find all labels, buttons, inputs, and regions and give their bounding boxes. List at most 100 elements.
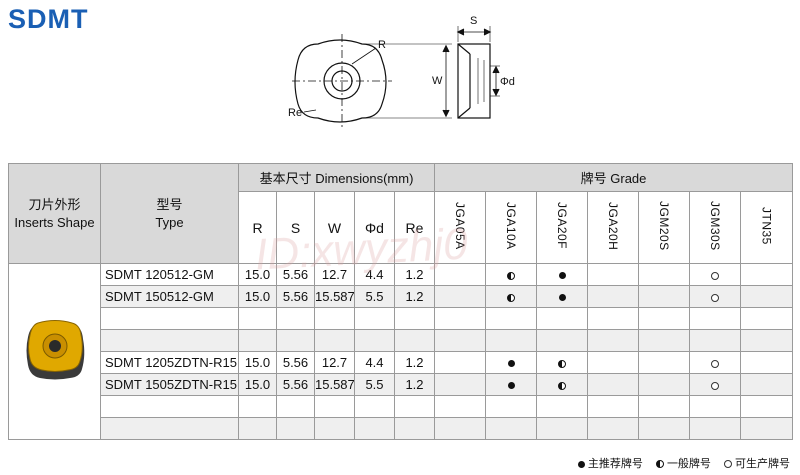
grade-column-header: JGA20F	[536, 191, 588, 264]
half-dot-icon	[507, 271, 515, 280]
type-cell: SDMT 1505ZDTN-R15	[100, 373, 239, 396]
grade-name: JGA05A	[453, 202, 467, 250]
dim-column-header: W	[314, 191, 355, 264]
dimension-cell: 1.2	[394, 263, 435, 286]
dimension-cell	[394, 417, 435, 440]
dimension-cell	[276, 307, 315, 330]
grade-legend: 主推荐牌号 一般牌号 可生产牌号	[568, 455, 790, 471]
table-row	[8, 329, 794, 352]
grade-cell	[638, 417, 690, 440]
dimension-cell	[394, 329, 435, 352]
grade-cell	[485, 351, 537, 374]
dimension-cell: 1.2	[394, 351, 435, 374]
dimension-cell: 15.0	[238, 285, 277, 308]
label-s: S	[470, 15, 477, 27]
grade-header: 牌号 Grade	[433, 163, 794, 192]
grade-cell	[434, 285, 486, 308]
type-cell: SDMT 120512-GM	[100, 263, 239, 286]
legend-general: 一般牌号	[655, 458, 711, 470]
dimension-cell: 5.5	[354, 373, 395, 396]
grade-name: JGA10A	[504, 202, 518, 250]
dimension-cell: 5.56	[276, 263, 315, 286]
full-dot-icon	[507, 360, 515, 368]
insert-technical-drawing: S R W Φd Re	[0, 0, 800, 160]
dimension-cell	[276, 417, 315, 440]
grade-cell	[587, 263, 639, 286]
dimension-cell	[314, 395, 355, 418]
dimension-cell: 12.7	[314, 351, 355, 374]
grade-cell	[739, 329, 794, 352]
grade-name: JGM30S	[708, 201, 722, 251]
grade-cell	[587, 373, 639, 396]
dim-column-header: S	[276, 191, 315, 264]
dimension-cell	[354, 329, 395, 352]
grade-cell	[434, 263, 486, 286]
grade-cell	[739, 307, 794, 330]
grade-cell	[689, 307, 741, 330]
grade-cell	[434, 329, 486, 352]
grade-cell	[739, 285, 794, 308]
dimension-cell: 1.2	[394, 285, 435, 308]
grade-cell	[587, 395, 639, 418]
full-dot-icon	[558, 272, 566, 280]
insert-shape-image	[8, 263, 101, 440]
dimension-cell: 4.4	[354, 263, 395, 286]
dimension-cell: 15.0	[238, 263, 277, 286]
type-header: 型号 Type	[100, 163, 239, 264]
grade-cell	[485, 373, 537, 396]
dimension-cell	[394, 395, 435, 418]
grade-column-header: JTN35	[739, 191, 794, 264]
grade-cell	[638, 373, 690, 396]
grade-cell	[638, 351, 690, 374]
grade-column-header: JGM30S	[689, 191, 741, 264]
type-cell: SDMT 1205ZDTN-R15	[100, 351, 239, 374]
dimension-cell	[238, 417, 277, 440]
table-row	[9, 307, 794, 330]
grade-cell	[434, 417, 486, 440]
grade-cell	[739, 395, 794, 418]
dimension-cell: 15.587	[314, 373, 355, 396]
half-dot-icon	[558, 359, 566, 368]
grade-cell	[434, 351, 486, 374]
grade-cell	[485, 307, 537, 330]
type-cell	[100, 329, 239, 352]
dimension-cell: 5.56	[276, 351, 315, 374]
grade-cell	[485, 285, 537, 308]
empty-dot-icon	[711, 359, 719, 368]
table-row	[8, 417, 794, 440]
type-cell	[100, 417, 239, 440]
grade-cell	[638, 263, 690, 286]
empty-dot-icon	[711, 381, 719, 390]
grade-cell	[739, 263, 794, 286]
grade-cell	[689, 373, 741, 396]
grade-cell	[689, 263, 741, 286]
grade-cell	[638, 329, 690, 352]
grade-column-header: JGM20S	[638, 191, 690, 264]
grade-cell	[689, 285, 741, 308]
dimension-cell	[354, 395, 395, 418]
dimension-cell	[314, 307, 355, 330]
empty-dot-icon	[711, 271, 719, 280]
spec-table: 刀片外形 Inserts Shape 型号 Type 基本尺寸 Dimensio…	[8, 163, 794, 440]
grade-cell	[485, 329, 537, 352]
drawing-svg: S R W Φd Re	[288, 15, 515, 128]
dimension-cell: 15.0	[238, 373, 277, 396]
legend-recommended: 主推荐牌号	[577, 458, 643, 470]
dimensions-header: 基本尺寸 Dimensions(mm)	[238, 163, 435, 192]
grade-cell	[587, 329, 639, 352]
grade-cell	[536, 395, 588, 418]
grade-cell	[485, 395, 537, 418]
grade-cell	[536, 263, 588, 286]
label-re: Re	[288, 107, 302, 119]
grade-name: JTN35	[759, 207, 774, 245]
full-dot-icon	[558, 294, 566, 302]
grade-cell	[587, 351, 639, 374]
grade-cell	[739, 373, 794, 396]
dimension-cell: 5.56	[276, 285, 315, 308]
type-cell: SDMT 150512-GM	[100, 285, 239, 308]
grade-cell	[689, 351, 741, 374]
